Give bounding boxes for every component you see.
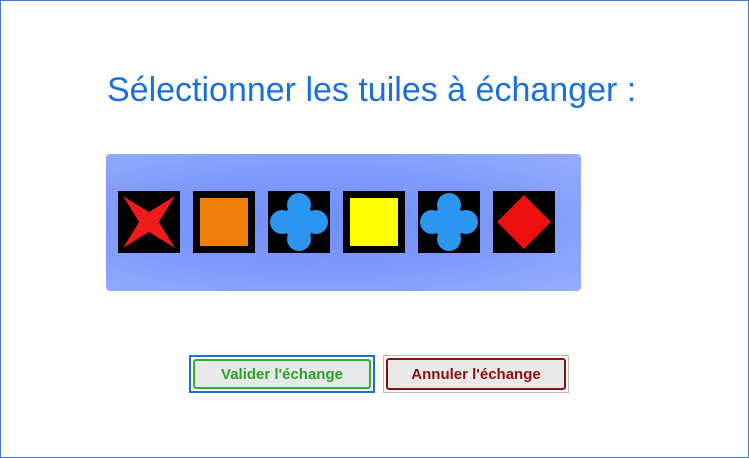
tile-star-red[interactable] — [118, 191, 180, 253]
validate-exchange-label: Valider l'échange — [193, 359, 371, 389]
clover-icon — [420, 193, 478, 251]
cancel-exchange-label: Annuler l'échange — [386, 358, 566, 390]
diamond-icon — [497, 195, 551, 249]
dialog-title: Sélectionner les tuiles à échanger : — [107, 71, 637, 109]
square-icon — [200, 198, 248, 246]
tile-diamond-red[interactable] — [493, 191, 555, 253]
tile-square-orange[interactable] — [193, 191, 255, 253]
validate-exchange-button[interactable]: Valider l'échange — [189, 355, 375, 393]
tile-clover-blue[interactable] — [418, 191, 480, 253]
tile-square-yellow[interactable] — [343, 191, 405, 253]
clover-icon — [270, 193, 328, 251]
tile-tray — [106, 154, 581, 291]
cancel-exchange-button[interactable]: Annuler l'échange — [383, 355, 569, 393]
tile-clover-blue[interactable] — [268, 191, 330, 253]
square-icon — [350, 198, 398, 246]
star-icon — [123, 196, 175, 248]
